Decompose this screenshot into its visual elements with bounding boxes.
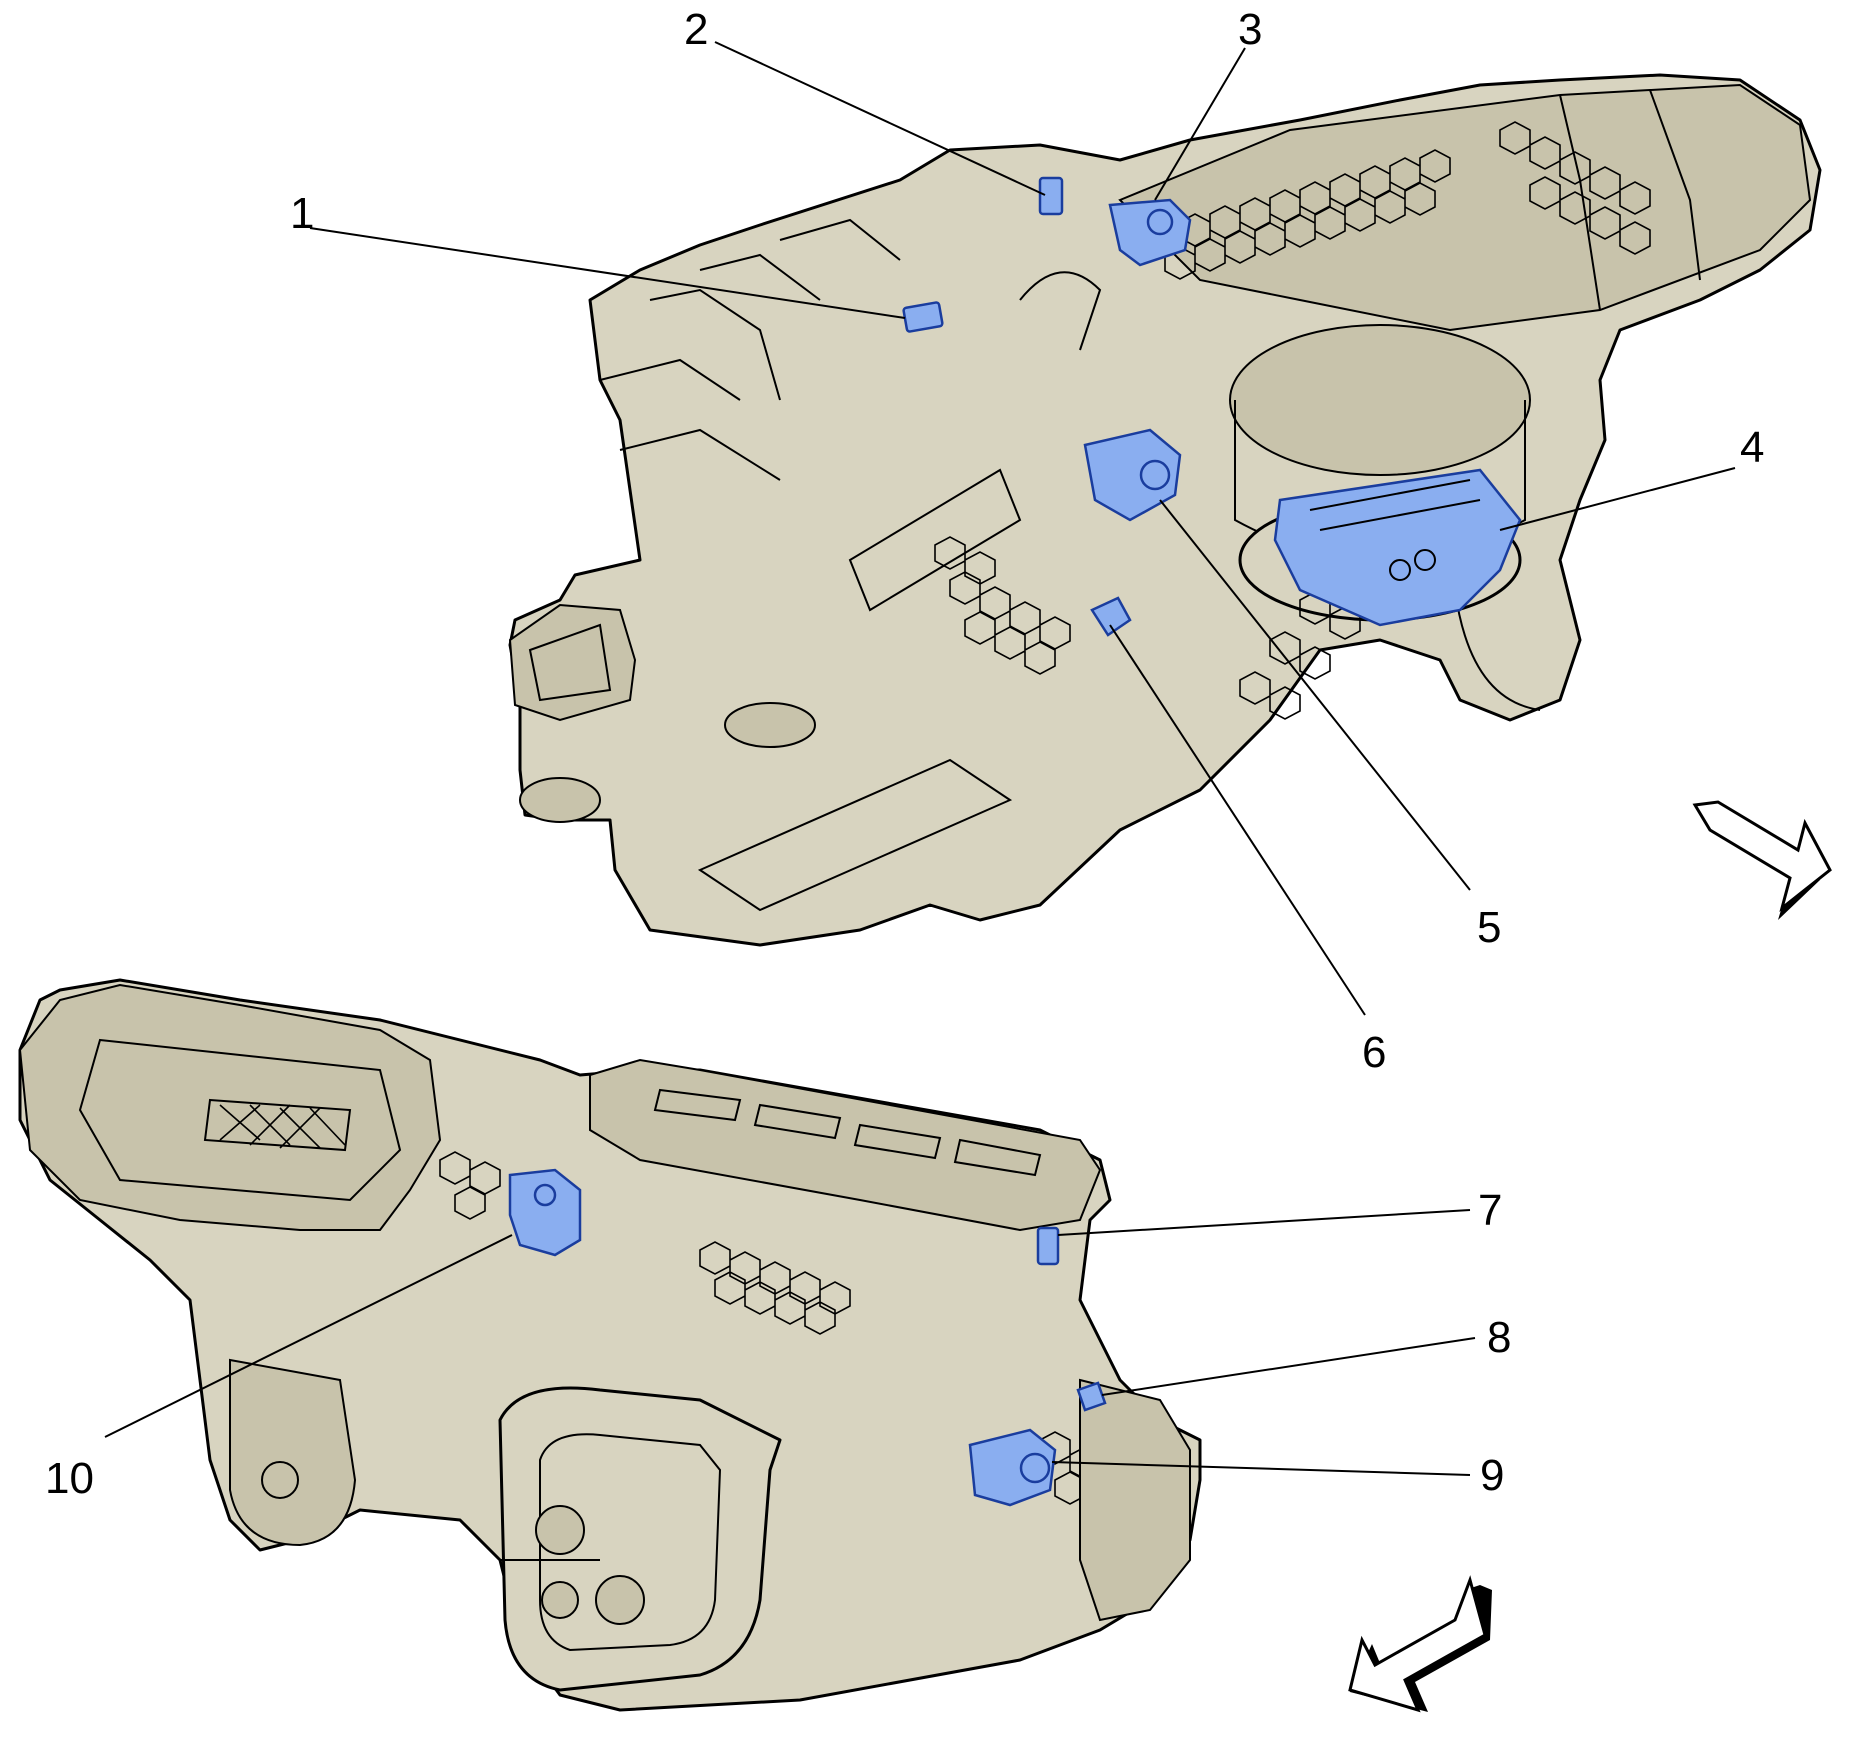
rib-lines — [599, 218, 901, 481]
callout-7: 7 — [1478, 1186, 1502, 1235]
component-9-actuator-hub — [1019, 1452, 1051, 1484]
lower-duct-curve — [1454, 589, 1541, 711]
left-duct-port — [519, 777, 601, 823]
center-duct-port — [724, 702, 816, 748]
vent-opening — [528, 623, 612, 702]
leader-2 — [714, 41, 1046, 196]
frame-inner — [539, 1433, 722, 1652]
leader-9 — [1051, 1461, 1471, 1476]
leader-3 — [1154, 47, 1246, 201]
callout-8: 8 — [1487, 1313, 1511, 1362]
plenum-outlets — [653, 1088, 1042, 1177]
component-1-sensor — [902, 301, 944, 333]
component-9-actuator — [968, 1428, 1057, 1507]
component-4-blower-control — [1273, 468, 1522, 627]
component-6-sensor — [1090, 596, 1132, 637]
port-small — [541, 1581, 579, 1619]
callout-labels: 1 2 3 4 5 6 7 8 9 10 — [45, 5, 1764, 1503]
arrow-right-down-icon — [1692, 800, 1832, 920]
component-5-actuator — [1083, 428, 1182, 522]
filter-slot — [848, 468, 1022, 612]
leader-5 — [1159, 499, 1471, 891]
component-10-actuator-hub — [533, 1183, 557, 1207]
duct-seam — [1559, 94, 1601, 311]
inlet-mesh — [219, 1104, 346, 1149]
callout-4: 4 — [1740, 423, 1764, 472]
lower-channel — [697, 758, 1013, 912]
leader-8 — [1101, 1337, 1476, 1396]
control-port-b — [1414, 549, 1436, 571]
leader-lines — [104, 41, 1736, 1476]
upper-view — [508, 73, 1832, 947]
arrow-left-down-icon — [1348, 1575, 1492, 1713]
port-upper — [535, 1505, 585, 1555]
left-air-inlet-duct — [18, 983, 442, 1231]
component-8-sensor — [1076, 1381, 1107, 1412]
leader-6 — [1109, 624, 1366, 1016]
callout-2: 2 — [684, 5, 708, 54]
component-10-actuator — [508, 1168, 582, 1257]
leader-10 — [104, 1234, 513, 1438]
component-2-sensor — [1038, 176, 1064, 216]
leader-4 — [1499, 467, 1736, 531]
upper-grid-center — [934, 536, 1361, 720]
control-port-a — [1389, 559, 1411, 581]
lower-view — [18, 978, 1492, 1713]
blower-housing — [1229, 324, 1531, 476]
upper-grid-top — [1149, 121, 1651, 280]
callout-6: 6 — [1362, 1028, 1386, 1077]
control-fins — [1309, 479, 1481, 531]
callout-9: 9 — [1480, 1451, 1504, 1500]
callout-5: 5 — [1477, 903, 1501, 952]
leader-1 — [309, 227, 906, 319]
duct-seam-2 — [1649, 89, 1701, 281]
port-lower — [595, 1575, 645, 1625]
blower-hub — [261, 1461, 299, 1499]
lower-left-blower — [229, 1358, 357, 1547]
lower-right-duct — [1079, 1378, 1191, 1622]
inlet-grille — [203, 1098, 352, 1152]
top-bracket — [1019, 271, 1102, 351]
inlet-frame — [78, 1038, 402, 1202]
callout-1: 1 — [290, 189, 314, 238]
callout-3: 3 — [1238, 5, 1262, 54]
component-5-actuator-hub — [1139, 459, 1171, 491]
callout-10: 10 — [45, 1454, 94, 1503]
component-7-sensor — [1036, 1226, 1060, 1266]
top-outlet-plenum — [589, 1058, 1102, 1232]
leader-7 — [1057, 1209, 1471, 1236]
upper-duct — [1118, 83, 1812, 332]
component-3-actuator-hub — [1146, 208, 1174, 236]
